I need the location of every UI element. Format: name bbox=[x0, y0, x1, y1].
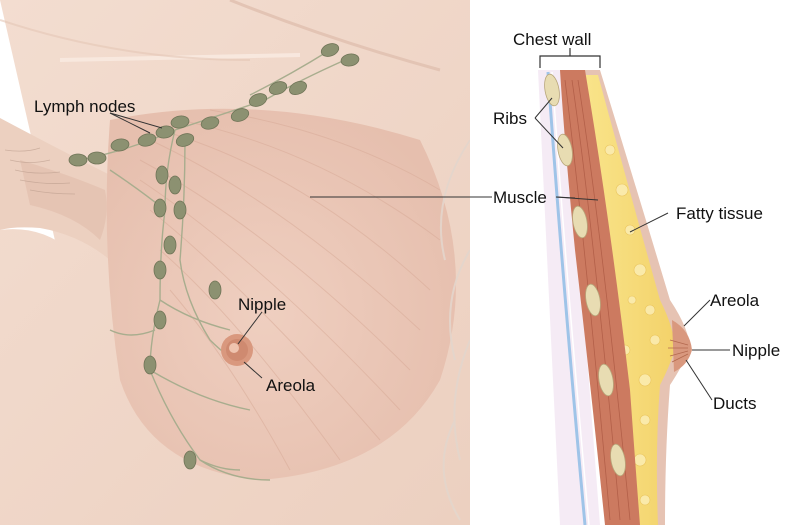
label-chest-wall: Chest wall bbox=[513, 31, 591, 48]
front-view bbox=[0, 0, 492, 525]
label-ducts: Ducts bbox=[713, 395, 756, 412]
label-lymph-nodes: Lymph nodes bbox=[34, 98, 135, 115]
cross-section-view bbox=[535, 48, 730, 525]
label-nipple-side: Nipple bbox=[732, 342, 780, 359]
nipple bbox=[229, 343, 239, 353]
label-nipple-front: Nipple bbox=[238, 296, 286, 313]
chest-wall-bracket bbox=[540, 56, 600, 68]
label-areola-front: Areola bbox=[266, 377, 315, 394]
label-areola-side: Areola bbox=[710, 292, 759, 309]
label-ribs: Ribs bbox=[493, 110, 527, 127]
label-muscle: Muscle bbox=[493, 189, 547, 206]
label-fatty-tissue: Fatty tissue bbox=[676, 205, 763, 222]
